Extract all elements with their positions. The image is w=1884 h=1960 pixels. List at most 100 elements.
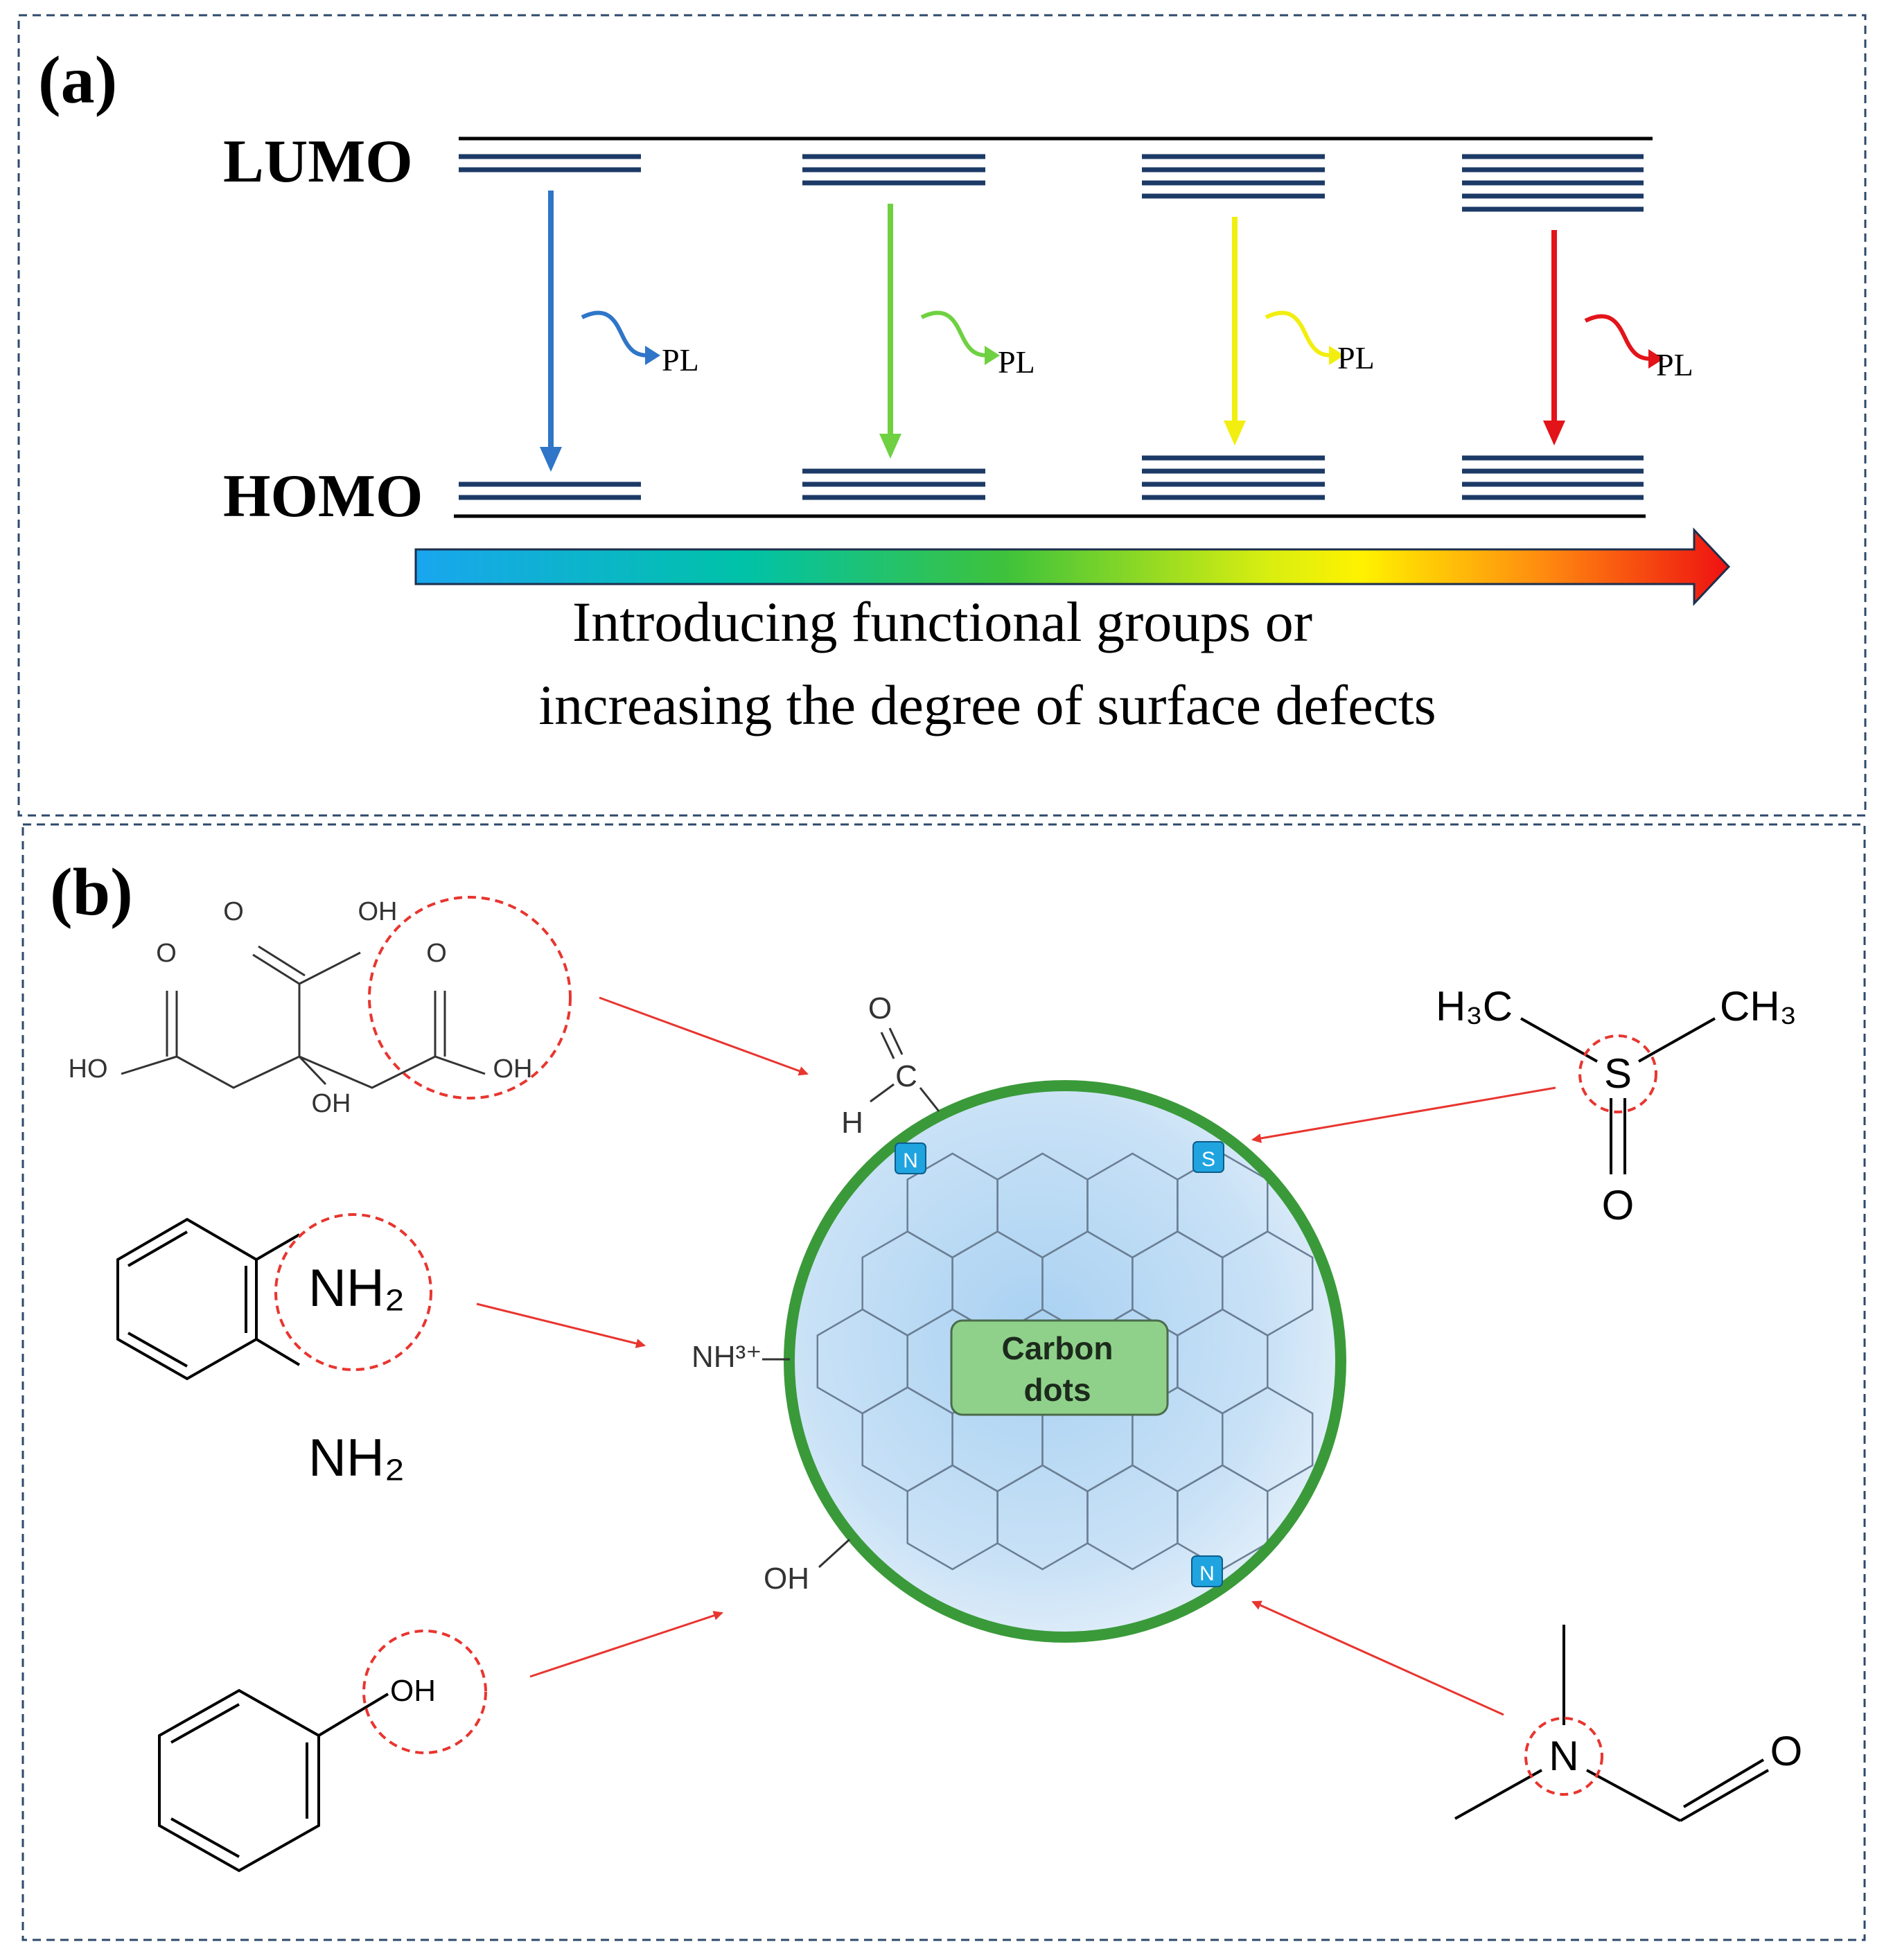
pl-label-2: PL [998,344,1035,380]
dmso-highlight-circle [1578,1034,1657,1113]
opd-nh2-top: NH₂ [308,1259,405,1318]
dmso-o: O [1602,1182,1635,1228]
homo-label: HOMO [223,463,423,530]
nitrogen-badge-bottom-label: N [1199,1562,1215,1585]
opd-ring [116,1217,258,1381]
sulfur-badge [1192,1141,1224,1173]
phenol-oh-bond [317,1693,389,1737]
pointer-dmso [1251,1086,1556,1143]
dmso-ch3: CH₃ [1720,983,1797,1030]
pl-emission-head-3 [1329,346,1344,365]
citric-o-right: O [426,939,447,968]
dmf-n-c-bond [1586,1769,1681,1822]
aldehyde-h: H [841,1106,863,1140]
citric-oh-top: OH [358,897,398,926]
nitrogen-badge-top-label: N [903,1149,918,1172]
citric-top-co-b [258,945,306,977]
dmf-co-bond-a [1680,1769,1769,1822]
pointer-phenol [529,1611,723,1678]
aldehyde-ch-bond [870,1083,895,1103]
nitrogen-badge-top [895,1142,926,1174]
transition-arrowhead-1 [540,447,562,472]
pl-label-1: PL [662,342,699,378]
lumo-label: LUMO [223,128,413,195]
aldehyde-attach-bond [919,1087,940,1112]
panel-a-frame [17,14,1867,817]
opd-inner-2 [127,1230,188,1267]
opd-nh2-bond-1 [255,1233,301,1261]
phenol-inner-3 [170,1817,240,1858]
carbon-dots-label-line2: dots [1023,1372,1091,1408]
opd-nh2-bottom: NH₂ [308,1429,405,1487]
citric-highlight-circle [368,896,572,1100]
pl-emission-curve-3 [1265,310,1332,357]
aldehyde-double-bond-b [888,1027,904,1055]
aldehyde-double-bond-a [880,1032,895,1059]
panel-a-label: (a) [38,43,117,118]
phenol-oh: OH [390,1674,436,1708]
aldehyde-c: C [895,1059,917,1093]
dmf-structure [1454,1625,1769,1822]
phenol-inner-2 [170,1703,240,1744]
dmf-methyl-left [1454,1769,1542,1820]
sulfur-badge-label: S [1201,1148,1215,1171]
pl-emission-head-2 [985,346,1000,365]
carbon-dot: Carbon dots N S N O C H NH³⁺ OH [692,991,1346,1643]
hydroxyl-group: OH [764,1562,809,1596]
aldehyde-o: O [868,991,892,1025]
opd-nh2-bond-2 [255,1338,301,1366]
transition-arrowhead-4 [1543,421,1565,445]
dmf-highlight-circle [1524,1717,1603,1796]
opd-highlight-circle [274,1213,432,1371]
energy-levels [459,154,1644,500]
gradient-caption-line2: increasing the degree of surface defects [538,673,1436,736]
citric-top-oh-bond [299,951,361,985]
citric-top-co-a [252,953,300,985]
citric-central-oh-bond [298,1055,327,1086]
transition-arrowhead-3 [1224,421,1246,445]
amine-group: NH³⁺ [692,1340,761,1374]
citric-oh-right: OH [493,1054,533,1084]
citric-left-oh-bond [121,1055,177,1075]
pl-label-3: PL [1337,340,1375,376]
hydroxyl-bond [818,1538,851,1569]
carbon-dot-shell [784,1080,1346,1643]
nitrogen-badge-bottom [1191,1555,1223,1587]
pl-emission-curve-2 [920,310,988,357]
citric-backbone [176,1055,436,1089]
pointer-phenylenediamine [476,1303,646,1348]
phenol-ring [158,1688,320,1873]
pl-emission-curve-1 [581,310,649,357]
phenol-structure [158,1688,389,1873]
dmf-n: N [1549,1733,1578,1779]
citric-right-oh-bond [434,1055,486,1075]
citric-o-top: O [223,897,244,926]
carbon-dots-label-box [950,1319,1169,1416]
gradient-caption-line1: Introducing functional groups or [572,590,1312,653]
carbon-dots-label-line1: Carbon [1002,1330,1113,1366]
pl-emission-head-4 [1648,349,1664,369]
pl-emission-curve-4 [1584,314,1652,361]
dmso-s: S [1604,1050,1632,1097]
spectrum-arrow [414,527,1731,606]
dmf-co-bond-b [1682,1758,1765,1808]
pl-emission-head-1 [645,346,660,365]
dmf-o: O [1770,1728,1803,1774]
citric-acid-structure [121,945,486,1089]
citric-oh-center: OH [312,1089,351,1118]
transitions [540,191,1664,472]
dmso-h3c: H₃C [1436,983,1513,1030]
pointer-citric-acid [599,996,809,1076]
panel-b-frame [21,823,1866,1941]
dmso-right-bond [1638,1017,1716,1063]
pl-label-4: PL [1656,347,1693,382]
citric-o-left: O [156,939,177,968]
phenylenediamine-structure [116,1217,301,1381]
pointer-dmf [1251,1600,1504,1716]
opd-inner-3 [127,1332,188,1368]
phenol-highlight-circle [362,1630,487,1754]
panel-b-label: (b) [50,855,133,930]
transition-arrowhead-2 [879,434,901,459]
